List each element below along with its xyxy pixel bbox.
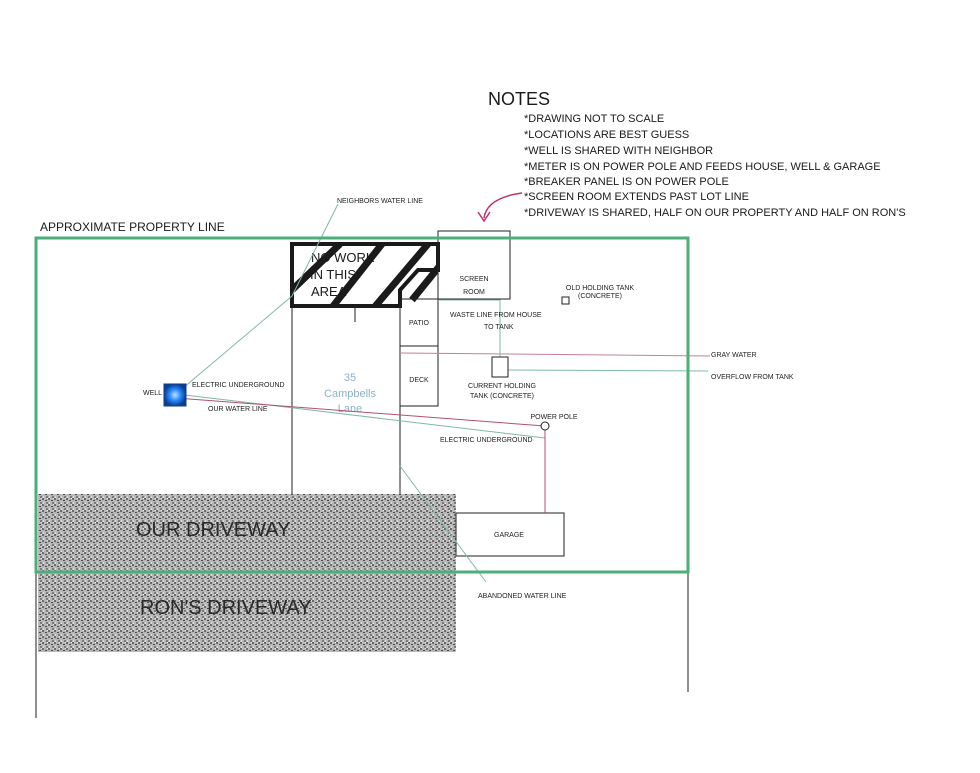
address-suffix: Lane — [338, 403, 362, 415]
current-tank-label-1: CURRENT HOLDING — [468, 383, 536, 390]
overflow-line — [499, 369, 709, 372]
address-number: 35 — [344, 372, 356, 384]
our-water-line — [175, 393, 546, 439]
note-item: *LOCATIONS ARE BEST GUESS — [524, 129, 689, 141]
old-tank-label-1: OLD HOLDING TANK — [566, 285, 635, 292]
notes-arrow-head-icon — [477, 211, 491, 223]
overflow-label: OVERFLOW FROM TANK — [711, 374, 794, 381]
utility-lines — [175, 203, 711, 583]
no-work-area: NO WORK IN THIS AREA — [290, 242, 440, 322]
power-pole: POWER POLE — [530, 414, 578, 431]
rons-driveway: RON'S DRIVEWAY — [38, 570, 456, 652]
deck: DECK — [399, 345, 439, 407]
note-item: *SCREEN ROOM EXTENDS PAST LOT LINE — [524, 191, 749, 203]
no-work-label-2: IN THIS — [310, 267, 356, 282]
electric-underground-well-label: ELECTRIC UNDERGROUND — [192, 382, 285, 389]
old-tank-label-2: (CONCRETE) — [578, 293, 622, 300]
rons-driveway-label: RON'S DRIVEWAY — [140, 597, 312, 619]
power-pole-label: POWER POLE — [530, 414, 577, 421]
property-line-label: APPROXIMATE PROPERTY LINE — [40, 220, 225, 234]
patio-label: PATIO — [409, 320, 430, 327]
gray-water-line — [399, 352, 711, 357]
no-work-label-3: AREA — [311, 284, 347, 299]
house-outline — [291, 306, 401, 494]
note-item: *BREAKER PANEL IS ON POWER POLE — [524, 176, 729, 188]
note-item: *DRAWING NOT TO SCALE — [524, 113, 664, 125]
waste-line-label-1: WASTE LINE FROM HOUSE — [450, 312, 542, 319]
waste-line — [438, 299, 501, 358]
property-line — [34, 236, 690, 574]
current-tank-label-2: TANK (CONCRETE) — [470, 393, 534, 400]
note-item: *WELL IS SHARED WITH NEIGHBOR — [524, 145, 713, 157]
no-work-label-1: NO WORK — [311, 250, 375, 265]
address-label: 35 Campbells Lane — [324, 372, 376, 415]
screen-room-label-2: ROOM — [463, 289, 485, 296]
abandoned-water-line — [399, 465, 487, 583]
address-street: Campbells — [324, 388, 376, 400]
electric-underground-well-line — [175, 397, 546, 427]
notes-heading: NOTES — [488, 89, 550, 109]
well-label: WELL — [143, 390, 162, 397]
note-item: *METER IS ON POWER POLE AND FEEDS HOUSE,… — [524, 161, 881, 173]
gray-water-label: GRAY WATER — [711, 352, 757, 359]
garage: GARAGE — [455, 512, 565, 557]
waste-line-label-2: TO TANK — [484, 324, 514, 331]
notes-block: NOTES *DRAWING NOT TO SCALE *LOCATIONS A… — [477, 89, 906, 223]
well-icon — [163, 383, 187, 407]
current-holding-tank: CURRENT HOLDING TANK (CONCRETE) — [468, 356, 536, 400]
garage-label: GARAGE — [494, 532, 524, 539]
our-water-line-label: OUR WATER LINE — [208, 406, 268, 413]
screen-room: SCREEN ROOM — [437, 230, 511, 300]
neighbors-water-line — [175, 203, 339, 395]
deck-label: DECK — [409, 377, 429, 384]
our-driveway-label: OUR DRIVEWAY — [136, 519, 290, 541]
screen-room-label-1: SCREEN — [459, 276, 488, 283]
abandoned-water-line-label: ABANDONED WATER LINE — [478, 593, 567, 600]
our-driveway: OUR DRIVEWAY — [38, 494, 456, 570]
old-holding-tank: OLD HOLDING TANK (CONCRETE) — [561, 285, 635, 305]
note-item: *DRIVEWAY IS SHARED, HALF ON OUR PROPERT… — [524, 207, 906, 219]
notes-arrow — [483, 192, 523, 219]
patio: PATIO — [399, 298, 439, 347]
electric-underground-pole-label: ELECTRIC UNDERGROUND — [440, 437, 533, 444]
power-pole-icon — [540, 421, 550, 431]
neighbors-water-line-label: NEIGHBORS WATER LINE — [337, 198, 423, 205]
well: WELL — [143, 383, 187, 407]
